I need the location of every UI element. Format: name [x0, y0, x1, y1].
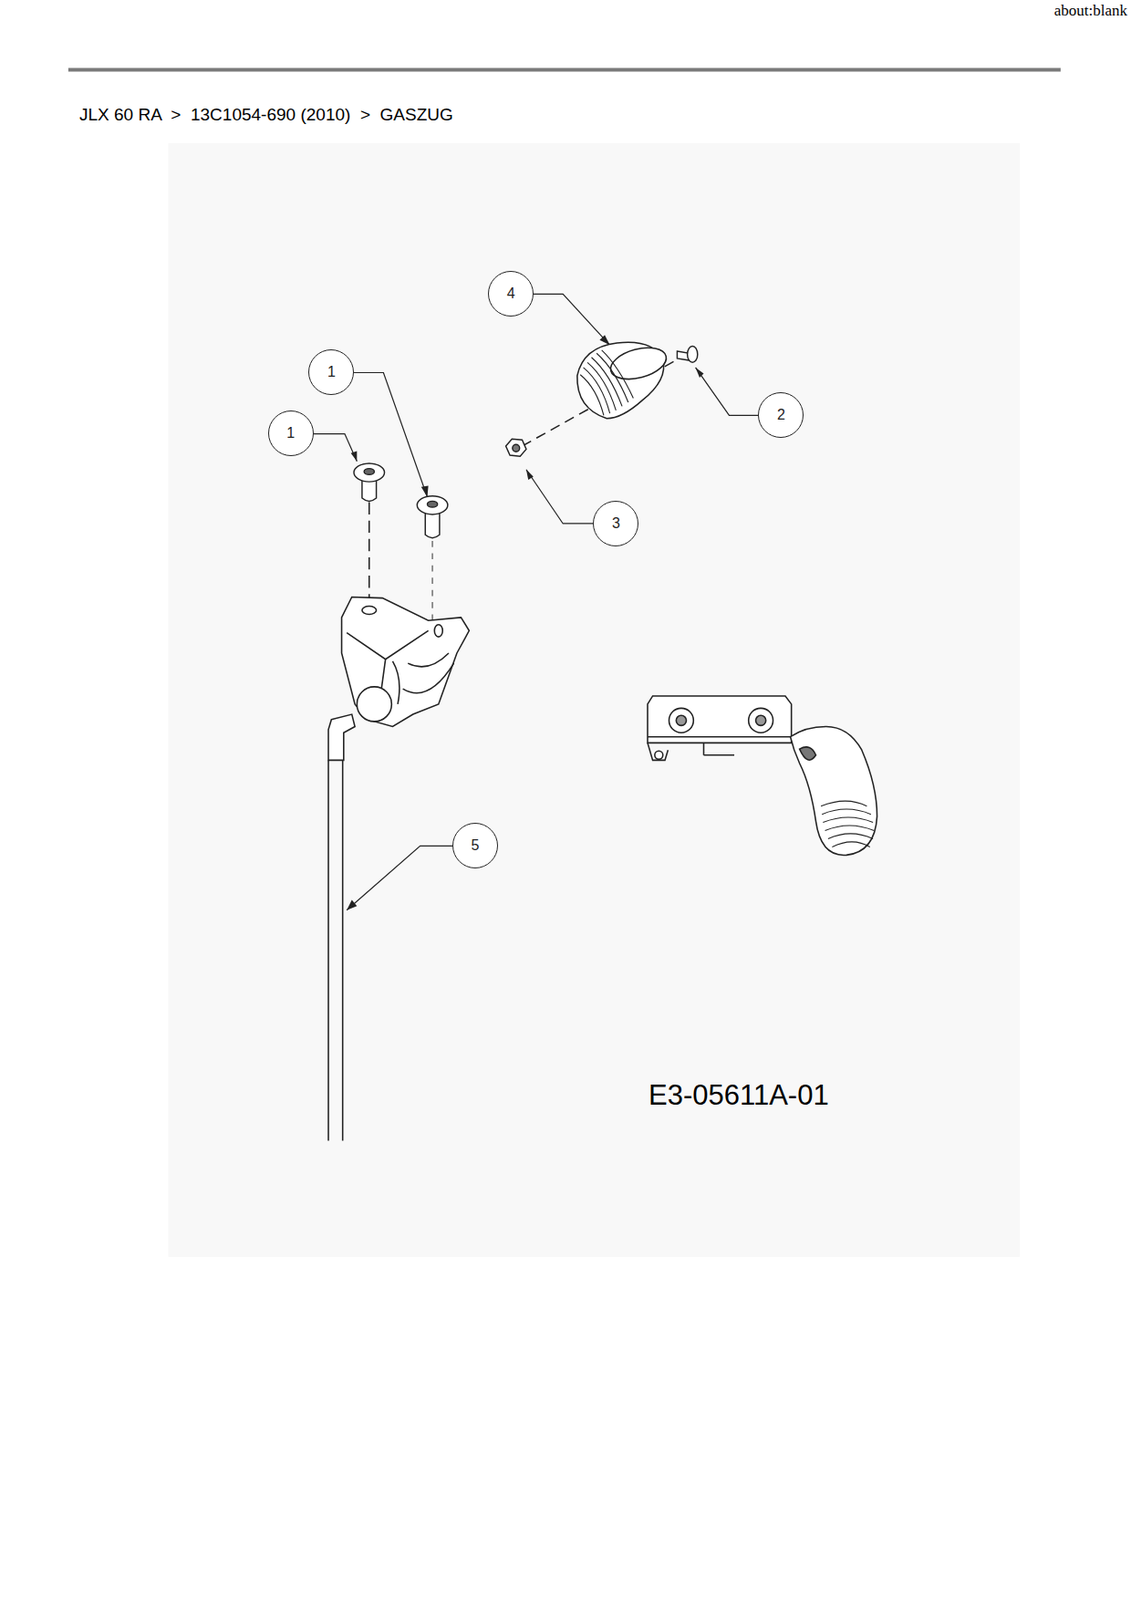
callout-circle: 5 [452, 822, 499, 869]
page-title: JLX 60 RA > 13C1054-690 (2010) > GASZUG [79, 104, 454, 125]
callout-circle: 3 [592, 500, 639, 547]
callout-number: 3 [612, 515, 621, 532]
nut [506, 438, 527, 457]
callout-circle: 4 [487, 270, 534, 317]
callout-number: 4 [507, 285, 516, 302]
browser-url: about:blank [1054, 1, 1128, 21]
leader-lines [312, 293, 759, 910]
callout-number: 1 [327, 363, 336, 381]
screw [416, 496, 448, 539]
screw [676, 345, 697, 363]
callout-number: 1 [286, 425, 295, 442]
drawing-ground [167, 143, 1020, 1257]
throttle-cable [328, 714, 355, 1141]
callout-number: 5 [471, 837, 480, 854]
assembled-view [647, 695, 878, 856]
callout-number: 2 [777, 406, 786, 424]
callout-circle: 1 [268, 410, 314, 457]
screw [353, 463, 385, 501]
header-rule [68, 67, 1061, 72]
throttle-knob [577, 342, 670, 419]
throttle-bracket [342, 596, 470, 727]
drawing-number: E3-05611A-01 [648, 1079, 830, 1112]
